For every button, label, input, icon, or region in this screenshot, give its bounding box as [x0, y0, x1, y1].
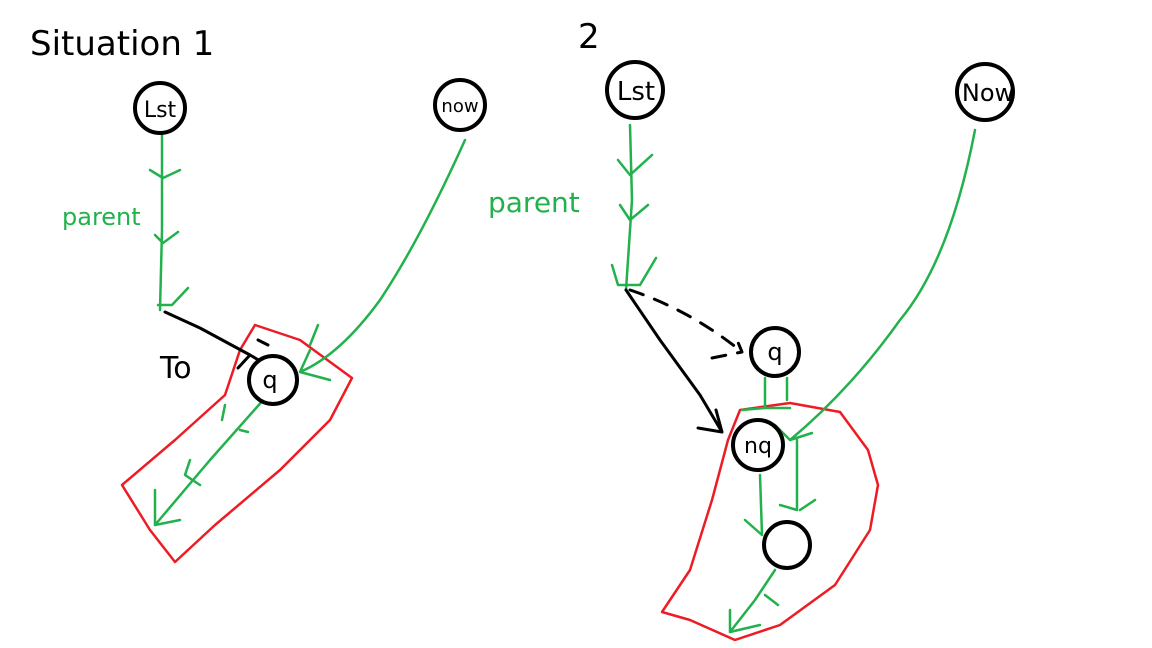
parent-label-2: parent — [488, 186, 580, 219]
q-down-pointer-2 — [728, 376, 817, 634]
svg-text:Now: Now — [962, 79, 1014, 107]
highlight-region-2 — [660, 401, 880, 642]
svg-text:nq: nq — [744, 434, 772, 459]
to-annotation: To — [159, 351, 192, 386]
node-q-2: q — [749, 326, 801, 378]
svg-text:Lst: Lst — [144, 98, 177, 123]
q-down-pointer-1 — [153, 396, 267, 527]
node-now-1: now — [433, 78, 487, 132]
now-pointer-2 — [773, 128, 977, 442]
node-nq: nq — [731, 418, 785, 472]
node-q-1: q — [247, 354, 299, 406]
parent-pointer-1 — [148, 133, 190, 312]
situation-2-title: 2 — [578, 17, 600, 57]
node-now-2: Now — [955, 62, 1015, 122]
svg-text:Lst: Lst — [617, 77, 655, 107]
svg-text:q: q — [767, 338, 782, 366]
node-lst-1: Lst — [133, 81, 187, 135]
node-empty — [762, 520, 812, 570]
svg-text:now: now — [441, 96, 478, 117]
situation-1-title: Situation 1 — [30, 24, 214, 64]
node-lst-2: Lst — [605, 60, 665, 120]
situation-1: Situation 1 parent To Lst now q — [30, 24, 487, 564]
svg-text:q: q — [262, 366, 277, 394]
parent-pointer-2 — [610, 123, 658, 292]
highlight-region-1 — [120, 323, 354, 564]
situation-2: 2 parent Lst Now q nq — [488, 17, 1015, 642]
parent-to-q-dashed-edge — [628, 288, 744, 360]
now-pointer-1 — [298, 138, 467, 382]
parent-label-1: parent — [62, 203, 141, 231]
parent-to-nq-edge — [624, 288, 724, 434]
